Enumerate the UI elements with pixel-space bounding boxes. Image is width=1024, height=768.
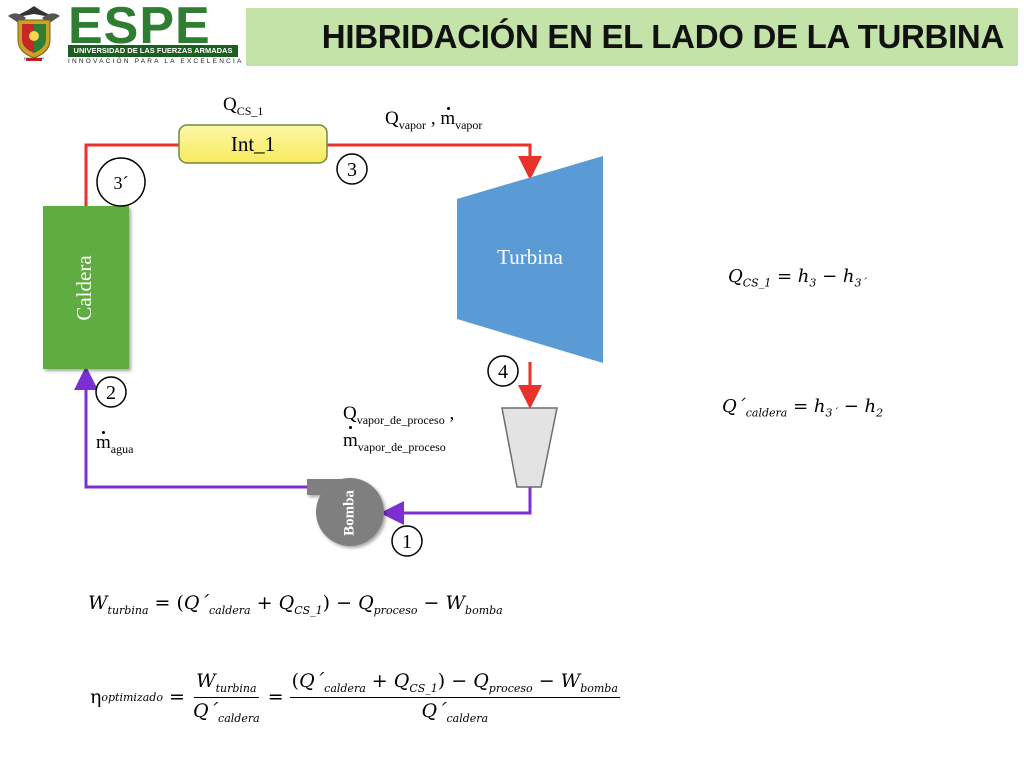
water-line-process-to-pump: [380, 487, 532, 525]
university-crest: [6, 4, 62, 64]
turbine-label: Turbina: [497, 245, 563, 269]
efficiency-fraction-2: (Q´caldera + QCS_1) − Qproceso − Wbomba …: [289, 670, 620, 725]
espe-logo-text: ESPE: [68, 0, 211, 55]
turbine-block: [457, 156, 603, 363]
page-title: HIBRIDACIÓN EN EL LADO DE LA TURBINA: [321, 18, 1005, 55]
title-bar: HIBRIDACIÓN EN EL LADO DE LA TURBINA: [246, 8, 1018, 66]
process-flow-label: Qvapor_de_proceso , mvapor_de_proceso: [343, 403, 455, 454]
qcs-label: QCS_1: [223, 94, 264, 118]
logo-bar: [68, 45, 238, 57]
state-2-label: 2: [106, 382, 116, 404]
state-1-label: 1: [402, 531, 412, 553]
state-3prime-label: 3´: [114, 173, 129, 193]
vapor-flow-label: Qvapor , mvapor: [385, 107, 483, 132]
equation-qcs: QCS_1 = h3 − h3´: [728, 266, 867, 290]
process-condenser-block: [501, 407, 558, 488]
state-4-circle: [487, 355, 519, 387]
crest-icon: [8, 6, 60, 61]
heat-exchanger-label: Int_1: [231, 132, 275, 156]
equation-w-turbina: Wturbina = (Q´caldera + QCS_1) − Qproces…: [88, 592, 503, 617]
logo-university-name: UNIVERSIDAD DE LAS FUERZAS ARMADAS: [73, 46, 233, 55]
logo-slogan: INNOVACIÓN PARA LA EXCELENCIA: [68, 58, 244, 65]
pump-block: [307, 478, 384, 546]
state-4-label: 4: [498, 361, 508, 383]
crest-country-text: ECUADOR: [23, 56, 44, 61]
boiler-label: Caldera: [72, 255, 96, 321]
state-3prime-circle: [96, 157, 146, 207]
state-2-circle: [95, 376, 127, 408]
boiler-block: [43, 206, 129, 369]
efficiency-fraction-1: Wturbina Q´caldera: [192, 670, 260, 725]
equation-q-caldera: Q´caldera = h3´ − h2: [722, 396, 884, 420]
pump-label: Bomba: [341, 490, 357, 536]
heat-exchanger-block: [178, 124, 328, 164]
state-3-circle: [336, 153, 368, 185]
water-flow-label: magua: [96, 431, 134, 456]
state-3-label: 3: [347, 159, 357, 181]
water-line-pump-to-boiler: [74, 366, 318, 489]
state-1-circle: [391, 525, 423, 557]
